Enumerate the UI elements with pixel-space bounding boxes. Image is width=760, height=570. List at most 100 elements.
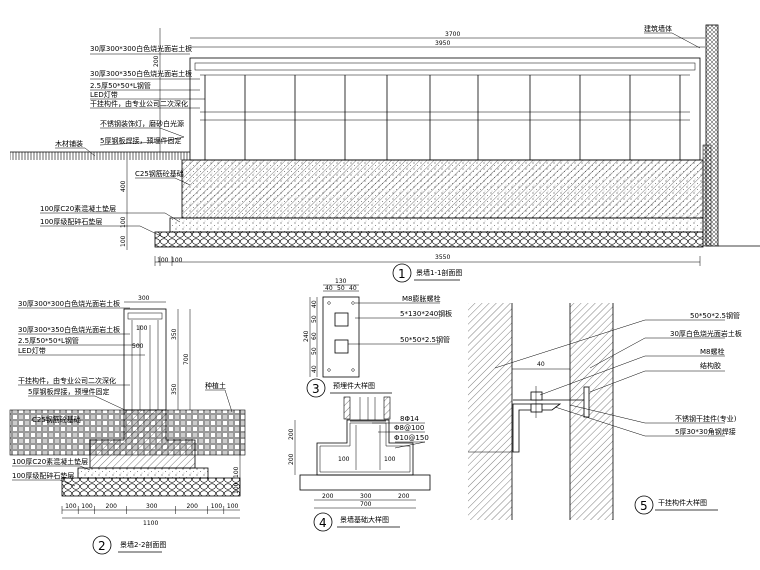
dim-100-layer1: 100: [120, 216, 127, 228]
title-text-1: 景墙1-1剖面图: [416, 268, 462, 277]
dim4-200b: 200: [398, 493, 410, 500]
section-3-embedded-plate: 130 40 50 40 240 40 50 60 50 40 M8膨胀螺栓 5…: [303, 278, 452, 398]
title-3: 3 预埋件大样图: [306, 378, 392, 398]
label2-side-slab: 30厚300*350白色烧光面岩土板: [18, 325, 120, 334]
label5-hanger: 不锈钢干挂件(专业): [675, 414, 737, 423]
dim4-100a: 100: [338, 456, 350, 463]
dim-inner-500: 500: [132, 343, 144, 350]
section-4-foundation-detail: 100 100 200 200 200 300 200 700 8Φ14 Φ8@…: [288, 396, 431, 532]
dim-h-40a: 40: [311, 300, 318, 308]
dim4-100b: 100: [384, 456, 396, 463]
label-c20: 100厚C20素混凝土垫层: [40, 204, 116, 213]
label-gravel: 100厚级配碎石垫层: [40, 217, 102, 226]
dim2-bottom-part: 200: [106, 503, 118, 510]
title-number-2: 2: [98, 539, 106, 553]
dim-3700: 3700: [445, 31, 460, 38]
dim-300: 300: [138, 295, 150, 302]
section-5-hanger-detail: 40 50*50*2.5钢管 30厚白色烧光面岩土板 M8螺栓 结构胶 不锈钢干…: [468, 303, 742, 520]
label2-c25: C25钢筋砼基础: [32, 415, 81, 424]
dimensions-1: 3700 3950 3550 100 100 200 400 100 100: [120, 28, 705, 266]
dim4-v200b: 200: [288, 453, 295, 465]
dim-h-60: 60: [311, 332, 318, 340]
dim-h-50b: 50: [311, 347, 318, 355]
dim2-bottom-part: 100: [227, 503, 239, 510]
label2-gravel: 100厚级配碎石垫层: [12, 471, 74, 480]
label5-bolt: M8螺栓: [700, 347, 725, 356]
dim-inner-100: 100: [136, 325, 148, 332]
title-text-4: 景墙基础大样图: [340, 515, 389, 524]
dimensions-2: 300 100 500 350 350 700 100 100 100 100 20…: [61, 295, 241, 527]
label-steel-tube: 2.5厚50*50*L钢管: [90, 81, 151, 90]
title-number-1: 1: [398, 267, 406, 281]
label2-hanger: 干挂构件，由专业公司二次深化: [18, 376, 116, 385]
title-5: 5 干挂构件大样图: [634, 495, 718, 515]
dim2-bottom-part: 200: [186, 503, 198, 510]
labels-2: 30厚300*300白色烧光面岩土板 30厚300*350白色烧光面岩土板 2.…: [12, 299, 233, 487]
dim4-v200a: 200: [288, 428, 295, 440]
label-wood-paving: 木材铺装: [55, 139, 83, 148]
label5-tube: 50*50*2.5钢管: [690, 311, 740, 320]
dim4-700: 700: [360, 501, 372, 508]
dim-w-40b: 40: [349, 285, 357, 292]
label4-rebar-10: Φ10@150: [394, 434, 429, 442]
dim4-200a: 200: [322, 493, 334, 500]
title-1: 1 景墙1-1剖面图: [392, 263, 462, 283]
section-2-cross-section: 300 100 500 350 350 700 100 100 100 100 20…: [9, 295, 246, 555]
wall-frame: [189, 57, 701, 161]
dim2-bottom-part: 300: [146, 503, 158, 510]
label-side-slab: 30厚300*350白色烧光面岩土板: [90, 69, 192, 78]
dim-w-50: 50: [337, 285, 345, 292]
dim-h-40b: 40: [311, 365, 318, 373]
dim-v-100a: 100: [233, 466, 240, 478]
title-number-3: 3: [312, 382, 320, 396]
section-1-elevation: 3700 3950 3550 100 100 200 400 100 100 3…: [10, 24, 760, 283]
label-top-slab: 30厚300*300白色烧光面岩土板: [90, 44, 192, 53]
dim-240: 240: [303, 330, 310, 342]
dim-100-layer2: 100: [120, 235, 127, 247]
dim2-bottom-part: 100: [81, 503, 93, 510]
ground-paving: [10, 152, 190, 160]
dim-left-100a: 100: [157, 257, 169, 264]
dim-1100: 1100: [143, 520, 158, 527]
title-text-2: 景墙2-2剖面图: [120, 540, 166, 549]
title-number-4: 4: [319, 516, 327, 530]
label-c25: C25钢筋砼基础: [135, 169, 184, 178]
dim-3950: 3950: [435, 40, 450, 47]
label2-plate-weld: 5厚钢板焊接，预埋件固定: [28, 387, 109, 396]
dim-v-700: 700: [183, 353, 190, 365]
dim-200: 200: [153, 55, 160, 67]
title-text-5: 干挂构件大样图: [658, 498, 707, 507]
label2-c20: 100厚C20素混凝土垫层: [12, 457, 88, 466]
labels-1: 30厚300*300白色烧光面岩土板 30厚300*350白色烧光面岩土板 2.…: [40, 24, 701, 239]
dim-left-100b: 100: [171, 257, 183, 264]
label2-steel-tube: 2.5厚50*50*L钢管: [18, 336, 79, 345]
label2-led: LED灯带: [18, 346, 46, 355]
dim4-300: 300: [360, 493, 372, 500]
label5-glue: 结构胶: [700, 361, 721, 370]
label4-rebar-14: 8Φ14: [400, 415, 419, 423]
title-number-5: 5: [640, 499, 648, 513]
dim2-bottom-part: 100: [211, 503, 223, 510]
label3-plate: 5*130*240钢板: [400, 309, 452, 318]
dim5-40: 40: [537, 361, 545, 368]
title-4: 4 景墙基础大样图: [313, 512, 400, 532]
label-building-wall: 建筑墙体: [644, 24, 672, 33]
label-hanger: 干挂构件，由专业公司二次深化: [90, 99, 188, 108]
dim-v-350a: 350: [171, 328, 178, 340]
label4-stirrup-8: Φ8@100: [394, 424, 424, 432]
dim-130: 130: [335, 278, 347, 285]
dim-v-350b: 350: [171, 383, 178, 395]
dim-h-50a: 50: [311, 315, 318, 323]
label-plate-weld: 5厚钢板焊接，预埋件固定: [100, 136, 181, 145]
dim-400: 400: [120, 180, 127, 192]
label5-angle: 5厚30*30角钢焊接: [675, 427, 736, 436]
label5-slab: 30厚白色烧光面岩土板: [670, 329, 742, 338]
label3-bolt: M8膨胀螺栓: [402, 294, 441, 303]
dim-w-40a: 40: [325, 285, 333, 292]
dim2-bottom-part: 100: [65, 503, 77, 510]
label-lamp: 不锈钢装饰灯，磨砂白光源: [100, 119, 184, 128]
label2-soil: 种植土: [205, 381, 226, 390]
dim-v-100b: 100: [233, 482, 240, 494]
label2-top-slab: 30厚300*300白色烧光面岩土板: [18, 299, 120, 308]
